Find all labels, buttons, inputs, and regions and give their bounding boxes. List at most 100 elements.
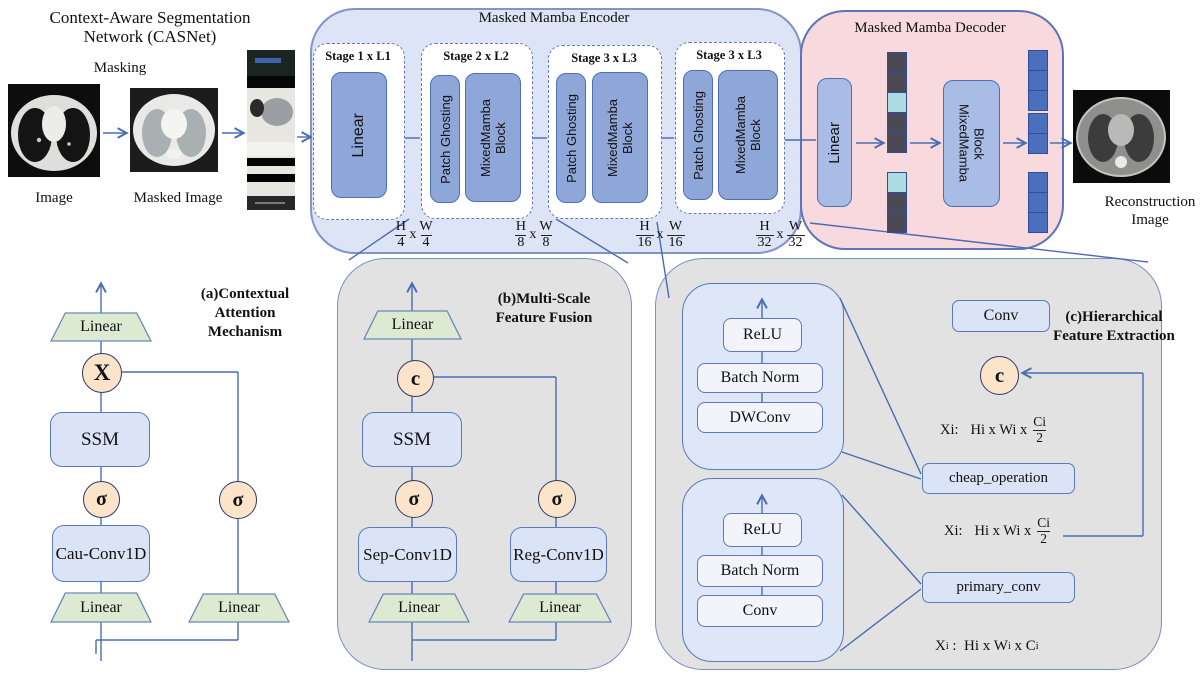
reconstruction-ct-image (1073, 90, 1170, 183)
panel-a-caption: (a)Contextual Attention Mechanism (200, 286, 290, 340)
panel-a-sigma-circle-left: σ (83, 481, 120, 518)
decoder-mixedmamba-block: MixedMamba Block (943, 80, 1000, 207)
token-cell (1028, 90, 1048, 111)
relu-box-bottom: ReLU (723, 513, 802, 547)
conv-box-top-right: Conv (952, 300, 1050, 332)
decoder-linear-block: Linear (817, 78, 852, 207)
stage-4-patch-ghosting-block: Patch Ghosting (683, 70, 713, 200)
trapezoid-shape (50, 312, 152, 342)
panel-b-ssm-block: SSM (362, 412, 462, 467)
input-ct-image (8, 84, 100, 177)
concat-circle-b: c (397, 360, 434, 397)
decoder-token-column-1-top (887, 52, 907, 153)
trapezoid-shape (188, 593, 290, 623)
token-cell (887, 132, 907, 153)
panel-b-sigma-circle-left: σ (395, 480, 433, 518)
batch-norm-box-top: Batch Norm (697, 363, 823, 393)
title-line-1: Context-Aware Segmentation (49, 8, 251, 27)
stage-1-linear-block: Linear (331, 72, 387, 198)
token-cell (1028, 70, 1048, 91)
trapezoid-label: Linear (391, 316, 434, 333)
mixedmamba-label: MixedMamba Block (605, 98, 635, 177)
stage-4-label: Stage 3 x L3 (696, 48, 762, 62)
stage-1-linear-label: Linear (350, 112, 367, 158)
panel-b-linear-trapezoid-right: Linear (508, 593, 612, 623)
dwconv-box: DWConv (697, 402, 823, 433)
panel-c-caption: (c)Hierarchical Feature Extraction (1053, 309, 1175, 344)
relu-box-top: ReLU (723, 318, 802, 352)
panel-a-sigma-circle-right: σ (219, 481, 257, 519)
decoder-linear-label: Linear (826, 121, 843, 164)
token-cell (1028, 172, 1048, 193)
patch-ghosting-label: Patch Ghosting (563, 93, 579, 183)
multiply-circle: X (82, 353, 122, 393)
mixedmamba-label: MixedMamba Block (478, 98, 508, 177)
decoder-token-column-2-bottom (1028, 172, 1048, 233)
token-cell (887, 172, 907, 193)
patch-ghosting-label: Patch Ghosting (437, 94, 453, 184)
panel-b-linear-trapezoid-left: Linear (368, 593, 470, 623)
conv-box-bottom: Conv (697, 595, 823, 627)
token-cell (887, 52, 907, 73)
stage-3-patch-ghosting-block: Patch Ghosting (556, 73, 586, 203)
decoder-token-column-2-top (1028, 50, 1048, 154)
token-cell (887, 92, 907, 113)
stage-2-patch-ghosting-block: Patch Ghosting (430, 75, 460, 203)
mixedmamba-label: MixedMamba Block (733, 95, 763, 175)
stage-3-label: Stage 3 x L3 (571, 51, 637, 65)
stage-3-mixedmamba-block: MixedMamba Block (592, 72, 648, 203)
panel-a-linear-trapezoid-right: Linear (188, 593, 290, 623)
panel-b-sigma-circle-right: σ (538, 480, 576, 518)
token-cell (1028, 50, 1048, 71)
patch-strip-image (247, 50, 295, 210)
primary-conv-box: primary_conv (922, 572, 1075, 603)
token-cell (887, 192, 907, 213)
token-cell (887, 212, 907, 233)
trapezoid-label: Linear (398, 599, 440, 616)
image-label: Image (35, 190, 73, 206)
reg-conv1d-block: Reg-Conv1D (510, 527, 607, 582)
trapezoid-label: Linear (539, 599, 581, 616)
trapezoid-shape (50, 592, 152, 623)
trapezoid-shape (508, 593, 612, 623)
trapezoid-label: Linear (80, 598, 122, 616)
encoder-title: Masked Mamba Encoder (478, 10, 630, 26)
trapezoid-label: Linear (80, 318, 122, 335)
stage-4-mixedmamba-block: MixedMamba Block (718, 70, 778, 200)
token-cell (1028, 212, 1048, 233)
panel-b-caption: (b)Multi-Scale Feature Fusion (495, 291, 593, 326)
concat-circle-c: c (980, 356, 1019, 395)
trapezoid-label: Linear (218, 599, 260, 616)
cheap-operation-box: cheap_operation (922, 463, 1075, 494)
token-cell (887, 72, 907, 93)
stage-2-mixedmamba-block: MixedMamba Block (465, 73, 521, 202)
batch-norm-box-bottom: Batch Norm (697, 555, 823, 587)
trapezoid-shape (363, 310, 462, 340)
decoder-mixedmamba-label: MixedMamba Block (956, 104, 987, 183)
sep-conv1d-block: Sep-Conv1D (358, 527, 457, 582)
masked-image-label: Masked Image (133, 190, 223, 206)
masking-label: Masking (93, 60, 147, 76)
masked-ct-image (130, 88, 218, 172)
decoder-token-column-1-bottom (887, 172, 907, 233)
token-cell (1028, 192, 1048, 213)
panel-a-ssm-block: SSM (50, 412, 150, 467)
cau-conv1d-block: Cau-Conv1D (52, 525, 150, 582)
token-cell (1028, 113, 1048, 134)
trapezoid-shape (368, 593, 470, 623)
panel-b-linear-trapezoid-top: Linear (363, 310, 462, 340)
decoder-title: Masked Mamba Decoder (854, 20, 1006, 36)
panel-a-linear-trapezoid-top: Linear (50, 312, 152, 342)
reconstruction-label: Reconstruction Image (1104, 194, 1196, 228)
stage-1-label: Stage 1 x L1 (325, 49, 391, 63)
panel-a-linear-trapezoid-left: Linear (50, 592, 152, 623)
patch-ghosting-label: Patch Ghosting (690, 90, 706, 180)
